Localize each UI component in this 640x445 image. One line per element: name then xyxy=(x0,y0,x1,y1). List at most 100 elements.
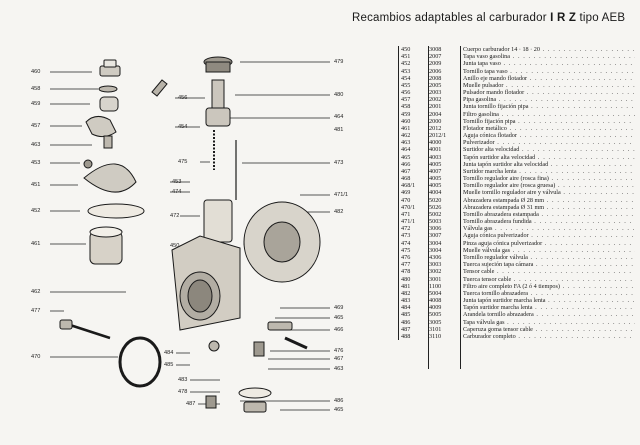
part-ref: 486 xyxy=(401,318,411,326)
diagram-drawing xyxy=(50,56,330,413)
part-description: Junta tapa vaso xyxy=(463,60,635,67)
part-ref: 453 xyxy=(401,67,411,75)
callout-461: 461 xyxy=(31,241,41,247)
part-description: Anillo eje mando flotador xyxy=(463,75,635,82)
part-description: Válvula gas xyxy=(463,225,635,232)
part-ref: 481 xyxy=(401,282,411,290)
part-ref: 482 xyxy=(401,289,411,297)
part-ref: 473 xyxy=(401,232,411,240)
part-description: Junta tapón surtidor marcha lenta xyxy=(463,297,635,304)
part-description: Muelle tornillo regulador aire y válvula xyxy=(463,189,635,196)
part-ref: 469 xyxy=(401,189,411,197)
part-description: Tornillo regulador aire (rosca fina) xyxy=(463,175,635,182)
callout-465b: 465 xyxy=(334,407,344,413)
part-code: 5026 xyxy=(429,203,442,211)
callout-469: 469 xyxy=(334,305,344,311)
part-description: Muelle pulsador xyxy=(463,82,635,89)
part-code: 3005 xyxy=(429,318,442,326)
callout-452: 452 xyxy=(31,208,41,214)
part-code: 4007 xyxy=(429,167,442,175)
callout-471-1: 471/1 xyxy=(334,192,348,198)
callout-481: 481 xyxy=(334,127,344,133)
callout-479: 479 xyxy=(334,59,344,65)
part-ref: 471/1 xyxy=(401,218,416,226)
callout-475: 475 xyxy=(178,159,188,165)
part-ref: 455 xyxy=(401,81,411,89)
part-description: Tornillo regulador aire (rosca gruesa) xyxy=(463,182,635,189)
callout-454: 454 xyxy=(178,124,188,130)
callout-484: 484 xyxy=(164,350,174,356)
part-code: 4005 xyxy=(429,175,442,183)
part-code: 2012/1 xyxy=(429,132,447,140)
part-description: Tuerca sujeción tapa cámara xyxy=(463,261,635,268)
part-ref: 468 xyxy=(401,175,411,183)
part-ref: 460 xyxy=(401,117,411,125)
part-description: Cuerpo carburador 14 · 18 · 20 xyxy=(463,46,635,53)
part-ref: 457 xyxy=(401,96,411,104)
part-code: 2006 xyxy=(429,67,442,75)
part-description: Surtidor alta velocidad xyxy=(463,146,635,153)
part-ref: 474 xyxy=(401,239,411,247)
callout-476: 476 xyxy=(334,348,344,354)
part-code: 5002 xyxy=(429,210,442,218)
part-code: 2004 xyxy=(429,110,442,118)
callout-464: 464 xyxy=(334,114,344,120)
part-description: Muelle válvula gas xyxy=(463,247,635,254)
part-ref: 478 xyxy=(401,268,411,276)
part-ref: 465 xyxy=(401,153,411,161)
part-ref: 472 xyxy=(401,225,411,233)
title-suffix: tipo AEB xyxy=(579,12,626,24)
column-divider xyxy=(428,46,429,369)
part-description: Tornillo abrazadera estampada xyxy=(463,211,635,218)
callout-472: 472 xyxy=(170,213,180,219)
part-description: Flotador metálico xyxy=(463,125,635,132)
part-code: 4001 xyxy=(429,146,442,154)
part-code: 5004 xyxy=(429,289,442,297)
part-ref: 452 xyxy=(401,60,411,68)
part-description: Abrazadera estampada Ø 31 mm xyxy=(463,204,635,211)
part-ref: 475 xyxy=(401,246,411,254)
part-code: 3008 xyxy=(429,46,442,53)
callout-486: 486 xyxy=(334,398,344,404)
part-ref: 461 xyxy=(401,124,411,132)
callout-487: 487 xyxy=(186,401,196,407)
callout-466: 466 xyxy=(334,327,344,333)
part-ref: 456 xyxy=(401,89,411,97)
part-ref: 458 xyxy=(401,103,411,111)
callout-459: 459 xyxy=(31,101,41,107)
part-code: 3002 xyxy=(429,268,442,276)
callout-478: 478 xyxy=(178,389,188,395)
part-code: 3001 xyxy=(429,275,442,283)
part-code: 2001 xyxy=(429,103,442,111)
part-description: Pulverizador xyxy=(463,139,635,146)
callout-458: 458 xyxy=(31,86,41,92)
part-code: 4003 xyxy=(429,153,442,161)
part-description: Tornillo abrazadera fundida xyxy=(463,218,635,225)
part-description: Surtidor marcha lenta xyxy=(463,168,635,175)
part-description: Aguja cónica flotador xyxy=(463,132,635,139)
part-description: Pinza aguja cónica pulverizador xyxy=(463,240,635,247)
callout-483: 483 xyxy=(178,377,188,383)
part-code: 4004 xyxy=(429,189,442,197)
part-description: Carburador completo xyxy=(463,333,635,340)
